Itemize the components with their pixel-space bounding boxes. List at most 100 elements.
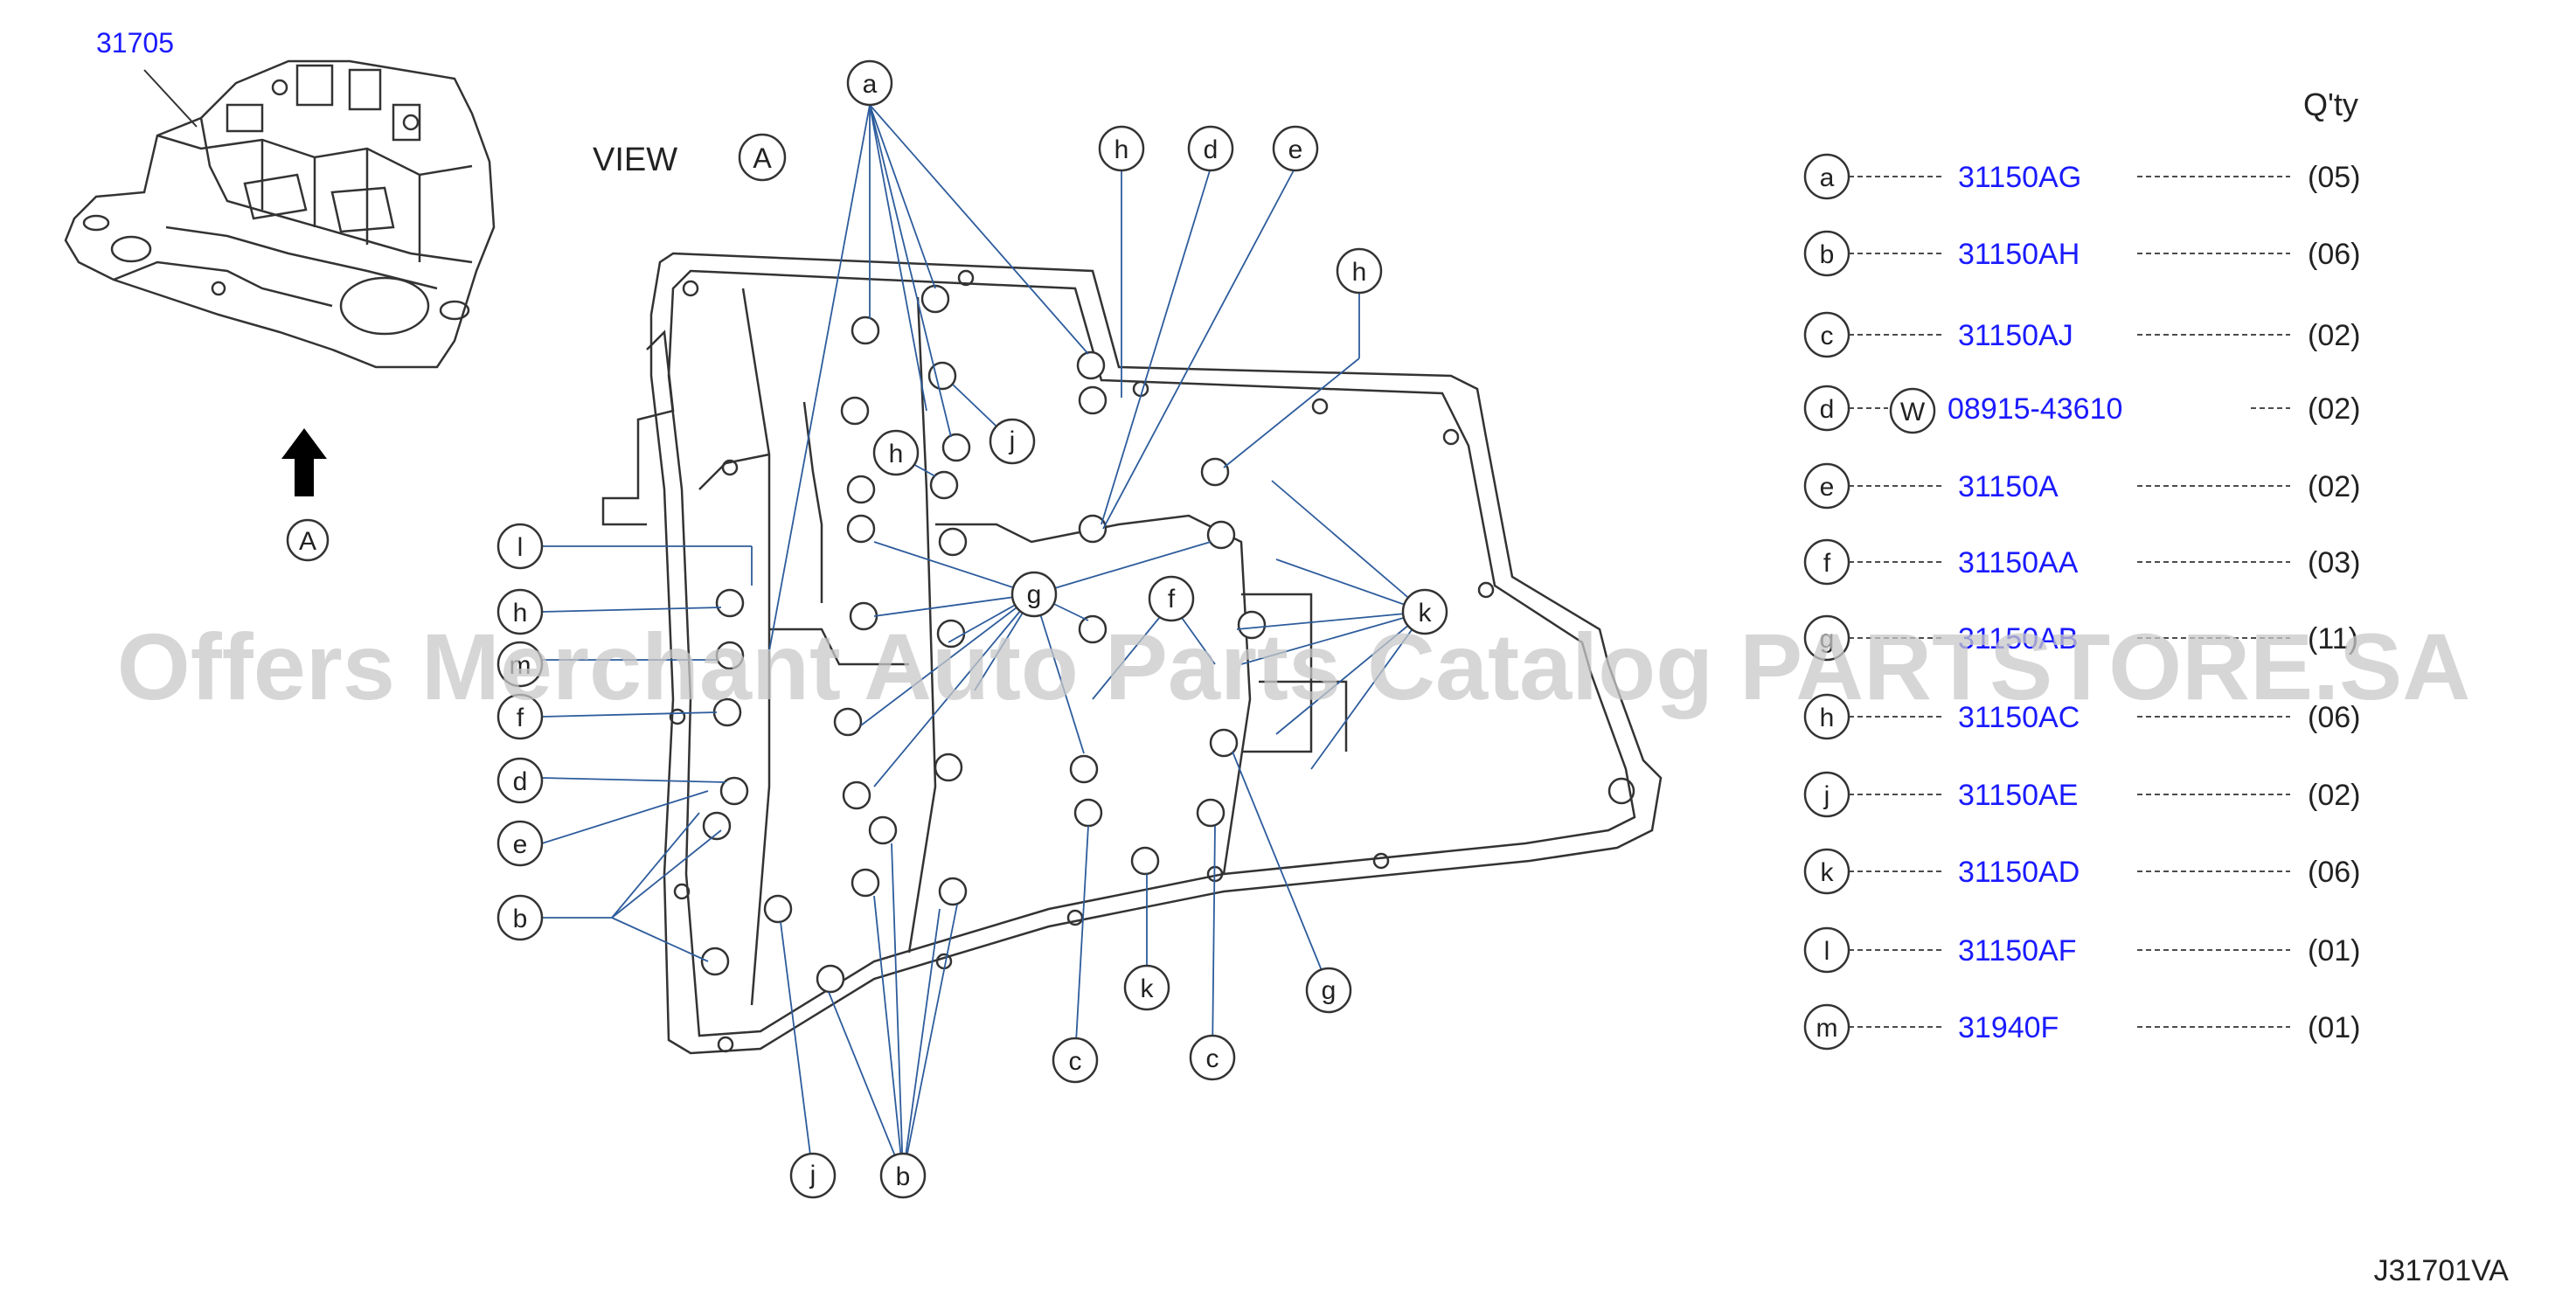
svg-text:j: j — [1009, 427, 1016, 455]
callout-e-top: e — [1272, 125, 1319, 172]
svg-text:d: d — [1204, 135, 1219, 164]
svg-text:h: h — [513, 599, 528, 628]
arrow-up-icon — [281, 428, 327, 496]
svg-text:e: e — [1288, 135, 1303, 164]
svg-text:a: a — [863, 70, 878, 99]
svg-text:h: h — [1114, 135, 1129, 164]
part-qty: (02) — [2308, 319, 2360, 352]
callout-a: a — [846, 59, 893, 107]
part-qty: (02) — [2308, 779, 2360, 812]
part-qty: (01) — [2308, 1011, 2360, 1044]
qty-header: Q'ty — [2303, 87, 2358, 122]
leader-lines — [541, 104, 1426, 1176]
part-link-e[interactable]: 31150A — [1958, 470, 2059, 503]
watermark-text: Offers Merchant Auto Parts Catalog PARTS… — [117, 614, 2470, 719]
part-qty: (02) — [2308, 392, 2360, 426]
callout-f-left: f — [496, 693, 544, 740]
part-link-f[interactable]: 31150AA — [1958, 546, 2079, 579]
callout-h-right: h — [1336, 247, 1383, 295]
part-link-d[interactable]: 08915-43610 — [1948, 392, 2122, 426]
part-link-l[interactable]: 31150AF — [1958, 934, 2076, 968]
svg-text:c: c — [1069, 1047, 1082, 1076]
part-link-k[interactable]: 31150AD — [1958, 856, 2080, 889]
diagram-code: J31701VA — [2374, 1254, 2510, 1287]
legend-letter: b — [1820, 240, 1835, 269]
part-qty: (01) — [2308, 934, 2360, 968]
legend-letter: l — [1824, 937, 1830, 966]
legend-letter: h — [1820, 704, 1835, 732]
svg-text:k: k — [1419, 599, 1433, 628]
part-link-j[interactable]: 31150AE — [1958, 779, 2078, 812]
callout-k-lower: k — [1123, 964, 1170, 1011]
legend-row-b: b 31150AH (06) — [1803, 230, 2360, 277]
view-title: VIEW — [593, 142, 677, 178]
part-link-m[interactable]: 31940F — [1958, 1011, 2059, 1044]
parts-legend: a 31150AG (05) b 31150AH (06) c 31150AJ (02) d W 08… — [1803, 153, 2360, 1051]
legend-letter: c — [1821, 322, 1834, 350]
legend-letter: a — [1820, 163, 1835, 192]
washer-symbol-circle — [1889, 387, 1936, 434]
part-number: 31150AD — [1958, 856, 2080, 889]
bolt-heads — [700, 284, 1267, 994]
callout-j-lower: j — [789, 1152, 837, 1199]
part-number: 31150AE — [1958, 779, 2078, 812]
part-link-a[interactable]: 31150AG — [1958, 161, 2081, 194]
assembly-illustration — [64, 59, 496, 369]
part-number: 31150AH — [1958, 238, 2080, 271]
legend-letter: d — [1820, 395, 1835, 424]
legend-row-a: a 31150AG (05) — [1803, 153, 2360, 200]
part-link-h[interactable]: 31150AC — [1958, 701, 2080, 734]
part-number: 31150AC — [1958, 701, 2080, 734]
part-qty: (03) — [2308, 546, 2360, 579]
svg-text:f: f — [1168, 585, 1176, 614]
legend-letter: k — [1821, 858, 1835, 887]
part-qty: (11) — [2308, 622, 2358, 655]
svg-text:l: l — [517, 533, 524, 562]
legend-row-c: c 31150AJ (02) — [1803, 311, 2360, 358]
callout-d-top: d — [1187, 125, 1234, 172]
svg-text:b: b — [513, 905, 528, 933]
svg-text:e: e — [513, 830, 528, 859]
legend-row-d: d W 08915-43610 (02) — [1803, 385, 2360, 434]
callout-b-left: b — [496, 894, 544, 941]
part-link-c[interactable]: 31150AJ — [1958, 319, 2073, 352]
callout-m-left: m — [496, 641, 544, 688]
part-number: 31940F — [1958, 1011, 2059, 1044]
part-qty: (06) — [2308, 701, 2360, 734]
part-number: 08915-43610 — [1948, 392, 2122, 426]
washer-symbol: W — [1900, 398, 1926, 427]
callout-h-top: h — [1098, 125, 1145, 172]
callout-c-right: c — [1189, 1034, 1236, 1081]
callout-k-right: k — [1401, 588, 1448, 635]
callout-b-lower: b — [879, 1152, 927, 1199]
part-qty: (06) — [2308, 238, 2360, 271]
part-number: 31150AB — [1958, 622, 2078, 655]
part-number: 31150AG — [1958, 161, 2081, 194]
legend-row-m: m 31940F (01) — [1803, 1003, 2360, 1051]
legend-letter: m — [1816, 1014, 1838, 1043]
callout-g-center: g — [1010, 571, 1058, 618]
svg-text:c: c — [1206, 1044, 1219, 1073]
callout-f-center: f — [1148, 575, 1195, 622]
legend-row-h: h 31150AC (06) — [1803, 693, 2360, 740]
part-link-b[interactable]: 31150AH — [1958, 238, 2080, 271]
svg-text:g: g — [1322, 976, 1337, 1005]
svg-text:k: k — [1141, 974, 1155, 1003]
assembly-part-link[interactable]: 31705 — [96, 27, 174, 59]
part-link-g[interactable]: 31150AB — [1958, 622, 2078, 655]
svg-text:h: h — [889, 440, 904, 468]
part-number: 31150AJ — [1958, 319, 2073, 352]
part-number: 31150AA — [1958, 546, 2079, 579]
svg-text:j: j — [809, 1161, 816, 1189]
callout-h-left: h — [496, 588, 544, 635]
legend-letter: e — [1820, 473, 1835, 502]
valve-body-outline — [601, 252, 1663, 1055]
view-marker-label: A — [299, 527, 316, 556]
part-qty: (05) — [2308, 161, 2360, 194]
